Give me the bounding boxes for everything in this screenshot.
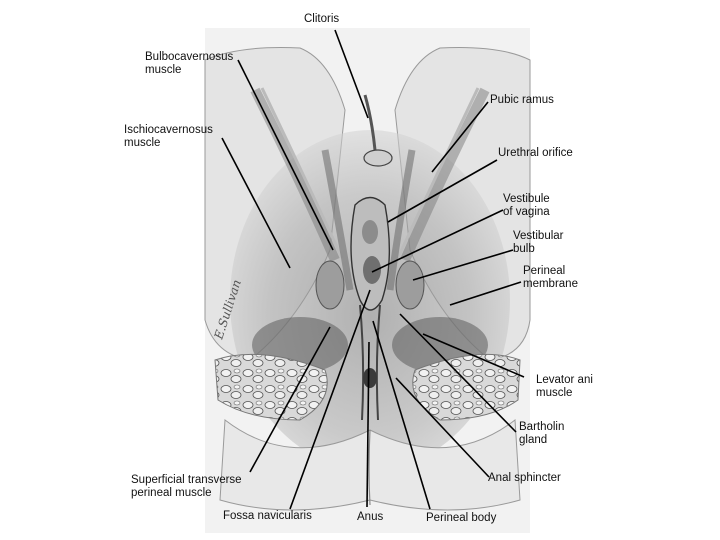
- label-levator-ani-muscle: Levator ani muscle: [536, 374, 593, 399]
- label-urethral-orifice: Urethral orifice: [498, 147, 573, 159]
- label-superficial-transverse-perineal-muscle: Superficial transverse perineal muscle: [131, 474, 242, 499]
- label-vestibule-of-vagina: Vestibule of vagina: [503, 193, 550, 218]
- label-anal-sphincter: Anal sphincter: [488, 472, 561, 484]
- label-perineal-body: Perineal body: [426, 512, 497, 524]
- label-pubic-ramus: Pubic ramus: [490, 94, 554, 106]
- label-perineal-membrane: Perineal membrane: [523, 265, 578, 290]
- label-ischiocavernosus-muscle: Ischiocavernosus muscle: [124, 124, 213, 149]
- label-vestibular-bulb: Vestibular bulb: [513, 230, 564, 255]
- label-bartholin-gland: Bartholin gland: [519, 421, 565, 446]
- label-anus: Anus: [357, 511, 384, 523]
- label-fossa-navicularis: Fossa navicularis: [223, 510, 312, 522]
- label-bulbocavernosus-muscle: Bulbocavernosus muscle: [145, 51, 234, 76]
- label-clitoris: Clitoris: [304, 13, 340, 25]
